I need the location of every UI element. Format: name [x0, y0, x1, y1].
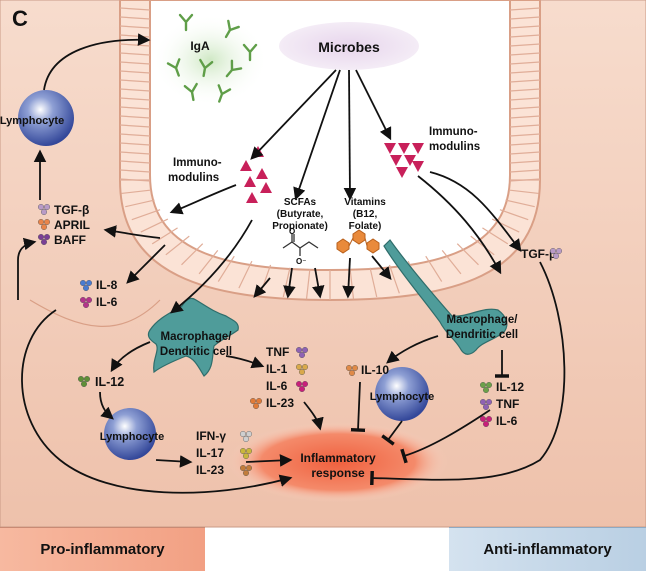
vitamins-label-1: Vitamins [344, 197, 386, 208]
anti-inflammatory-footer: Anti-inflammatory [449, 527, 646, 571]
scfa-label-1: SCFAs [284, 197, 317, 208]
april-label: APRIL [54, 218, 90, 232]
il6-mid-label: IL-6 [266, 379, 288, 393]
tgf-beta-right-label: TGF-β [521, 247, 556, 261]
il23-bottom-label: IL-23 [196, 463, 224, 477]
microbes-blob [279, 22, 419, 70]
immunomodulins-left-label-2: modulins [168, 172, 219, 184]
lymphocyte-top-icon [18, 90, 74, 146]
il23-mid-label: IL-23 [266, 396, 294, 410]
iga-antibody-icons [166, 13, 258, 103]
vitamin-molecule-icon [336, 229, 380, 254]
macrophage-left-label-1: Macrophage/ [161, 331, 233, 343]
panel-letter: C [12, 6, 28, 31]
immunomodulin-right-icons [384, 143, 424, 178]
scfa-label-3: Propionate) [272, 221, 328, 232]
iga-label: IgA [190, 39, 210, 53]
macrophage-right-icon [383, 239, 508, 355]
microbes-label: Microbes [318, 39, 380, 55]
inflammatory-label-1: Inflammatory [300, 451, 376, 465]
immunomodulins-right-label-1: Immuno- [429, 126, 478, 138]
il1-label: IL-1 [266, 362, 288, 376]
lymphocyte-right-label: Lymphocyte [370, 391, 434, 403]
scfa-molecule-icon [282, 234, 319, 256]
vitamins-label-3: Folate) [349, 221, 382, 232]
il12-right-label: IL-12 [496, 380, 524, 394]
baff-label: BAFF [54, 233, 86, 247]
tnf-right-label: TNF [496, 397, 519, 411]
cytokine-dot-icons [38, 203, 563, 477]
lymphocyte-top-label: Lymphocyte [0, 115, 64, 127]
tnf-mid-label: TNF [266, 345, 289, 359]
lymphocyte-bottom-icon [104, 408, 156, 460]
macrophage-right-label-2: Dendritic cell [446, 329, 518, 341]
immunomodulins-left-label-1: Immuno- [173, 157, 222, 169]
il17-label: IL-17 [196, 446, 224, 460]
macrophage-left-label-2: Dendritic cell [160, 346, 232, 358]
pro-inflammatory-footer: Pro-inflammatory [0, 527, 205, 571]
macrophage-left-icon [147, 297, 239, 377]
il10-label: IL-10 [361, 363, 389, 377]
epithelial-cell-lines [119, 7, 541, 300]
il6-right-label: IL-6 [496, 414, 518, 428]
ifn-gamma-label: IFN-γ [196, 429, 226, 443]
inflammatory-label-2: response [311, 466, 365, 480]
vitamins-label-2: (B12, [353, 209, 378, 220]
il12-left-label: IL-12 [95, 375, 124, 389]
il6-left-label: IL-6 [96, 295, 118, 309]
scfa-atom-o: O [289, 227, 295, 236]
lymphocyte-right-icon [375, 367, 429, 421]
immunomodulins-right-label-2: modulins [429, 141, 480, 153]
scfa-label-2: (Butyrate, [277, 209, 324, 220]
il8-label: IL-8 [96, 278, 118, 292]
scfa-atom-o-minus: O⁻ [296, 257, 306, 266]
iga-blob [152, 14, 268, 106]
macrophage-right-label-1: Macrophage/ [447, 314, 519, 326]
tgf-beta-left-label: TGF-β [54, 203, 89, 217]
pathway-arrows [17, 33, 566, 494]
lymphocyte-bottom-label: Lymphocyte [100, 431, 164, 443]
